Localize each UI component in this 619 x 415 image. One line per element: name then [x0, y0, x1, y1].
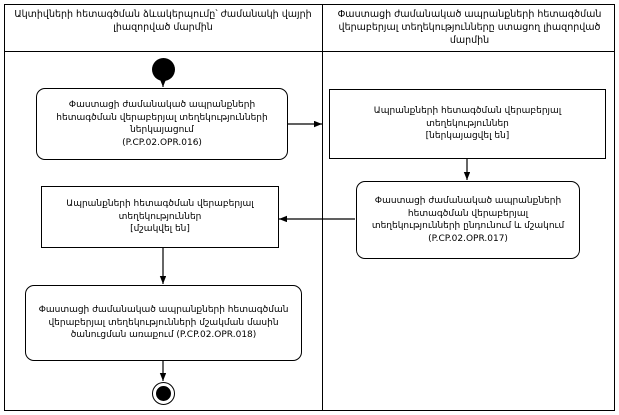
object-node-data-submitted[interactable]: Ապրանքների հետագծման վերաբերյալ տեղեկութ… [329, 89, 606, 159]
final-node-center [156, 386, 171, 401]
activity-node-control[interactable]: Փաստացի ժամանակած ապրանքների հետագծման վ… [25, 285, 302, 361]
activity-node-request[interactable]: Փաստացի ժամանակած ապրանքների հետագծման վ… [36, 88, 288, 160]
activity-node-control-label: Փաստացի ժամանակած ապրանքների հետագծման վ… [38, 305, 289, 341]
final-node [152, 382, 175, 405]
initial-node [152, 58, 175, 81]
activity-node-request-label: Փաստացի ժամանակած ապրանքների հետագծման վ… [56, 100, 268, 148]
activity-node-receive-label: Փաստացի ժամանակած ապրանքների հետագծման վ… [371, 196, 565, 244]
activity-node-receive[interactable]: Փաստացի ժամանակած ապրանքների հետագծման վ… [356, 181, 580, 259]
lane-title-left: Ակտիվների հետագծման ձևակերպումը՝ ժամանակ… [14, 9, 312, 33]
object-node-data-submitted-label: Ապրանքների հետագծման վերաբերյալ տեղեկութ… [373, 106, 562, 142]
lane-title-right: Փաստացի ժամանակած ապրանքների հետագծման վ… [337, 9, 602, 46]
object-node-data-processed[interactable]: Ապրանքների հետագծման վերաբերյալ տեղեկութ… [41, 186, 279, 248]
object-node-data-processed-label: Ապրանքների հետագծման վերաբերյալ տեղեկութ… [66, 199, 254, 235]
diagram-frame [4, 4, 615, 411]
lane-header-divider [4, 51, 615, 52]
swimlane-divider [322, 4, 323, 411]
